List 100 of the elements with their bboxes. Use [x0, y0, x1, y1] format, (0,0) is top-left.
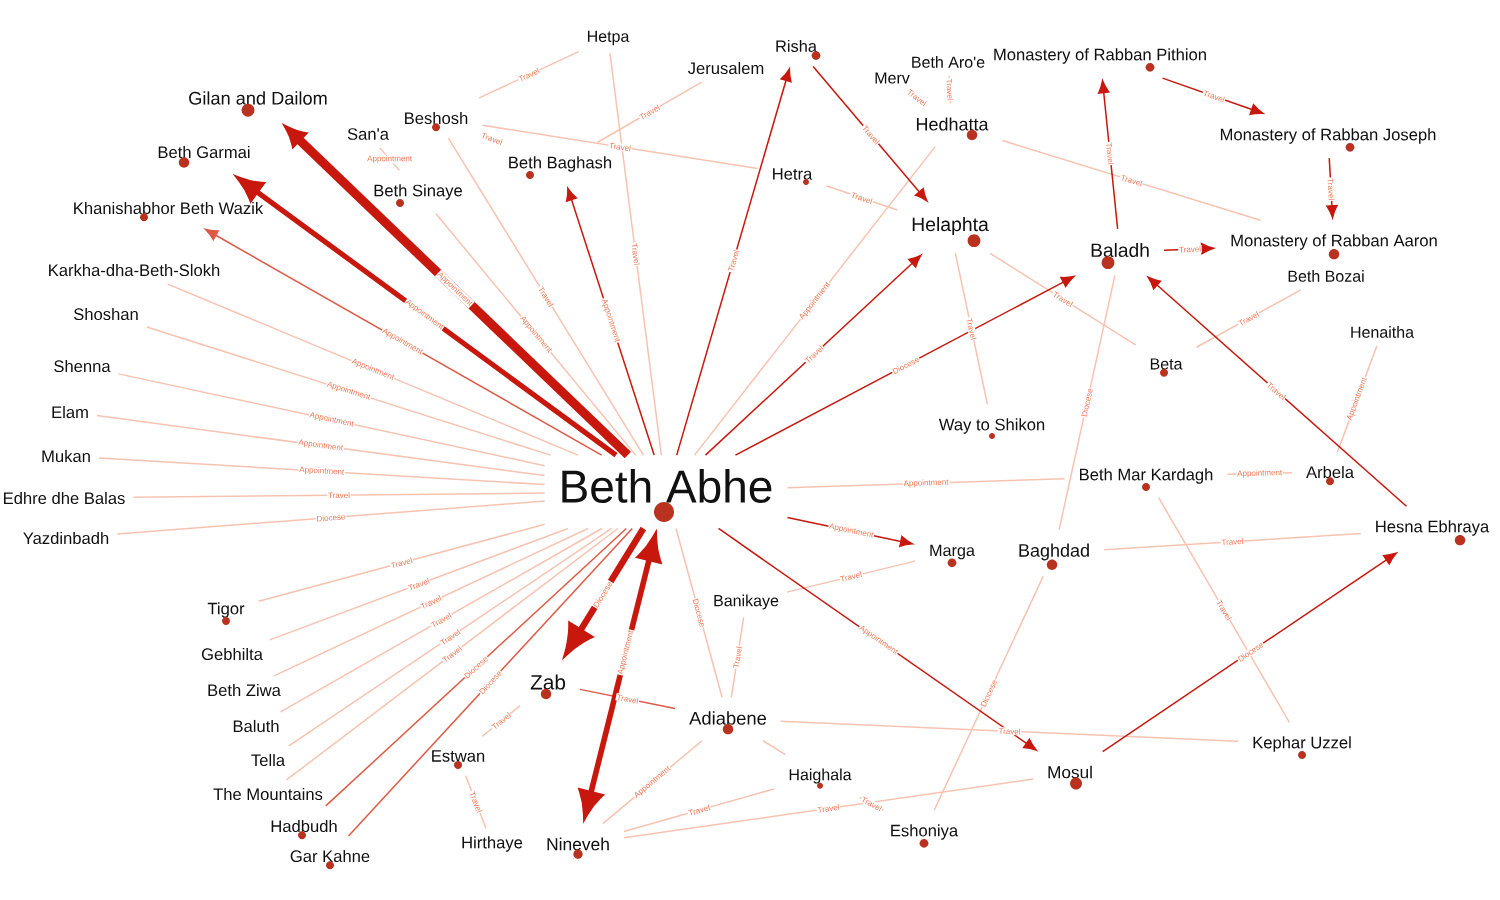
arrow — [704, 254, 922, 456]
arrow — [786, 516, 914, 548]
place-label: Baghdad — [1019, 543, 1089, 561]
place-label: Beth Bozai — [1288, 270, 1364, 282]
place-label: Beth Aro'e — [912, 56, 985, 68]
place-label: Gar Kahne — [290, 849, 370, 863]
arrow — [565, 187, 655, 456]
connector-line — [167, 283, 579, 456]
arrow — [1101, 552, 1397, 753]
connector-line — [96, 414, 546, 477]
place-label: Hirthaye — [462, 836, 523, 852]
connector-line — [447, 137, 645, 456]
place-label: Merv — [875, 72, 910, 84]
connector-line — [279, 527, 603, 713]
connector-line — [623, 778, 1034, 839]
arrow — [1161, 77, 1264, 115]
place-label: Mosul — [1048, 765, 1092, 779]
place-label: Beth Garmai — [158, 145, 250, 159]
connector-line — [762, 740, 787, 756]
connector-line — [117, 373, 546, 467]
place-label: Hetra — [773, 168, 813, 180]
place-label: Hadbudh — [271, 819, 337, 833]
connector-line — [596, 81, 703, 143]
connector-line — [288, 527, 613, 747]
connector-line — [268, 527, 569, 641]
place-label: Shoshan — [74, 307, 138, 321]
place-label: Beth Abhe — [562, 469, 772, 503]
place-label: Beshosh — [405, 111, 468, 125]
connector-line — [116, 500, 546, 535]
place-label: Monastery of Rabban Pithion — [994, 48, 1206, 64]
arrow — [812, 65, 928, 202]
connector-line — [675, 527, 723, 698]
place-label: Baladh — [1091, 242, 1149, 258]
arrow — [1326, 157, 1338, 219]
place-label: Yazdinbadh — [23, 531, 109, 545]
place-label: Beth Ziwa — [208, 683, 281, 697]
connector-line — [1058, 274, 1116, 531]
place-label: Haighala — [789, 768, 852, 784]
place-label: Hetpa — [588, 30, 630, 46]
connector-line — [98, 457, 546, 486]
connector-line — [780, 720, 1239, 742]
place-label: Edhre dhe Balas — [4, 491, 125, 505]
place-label: Gebhilta — [201, 647, 263, 661]
place-label: Tigor — [207, 602, 245, 618]
arrow — [285, 126, 631, 459]
place-label: Hesna Ebhraya — [1376, 520, 1490, 536]
arrow — [204, 228, 603, 456]
connector-line — [146, 326, 552, 456]
connector-line — [693, 145, 936, 456]
place-label: Karkha-dha-Beth-Slokh — [49, 263, 220, 277]
connector-line — [132, 492, 546, 499]
connector-line — [1195, 289, 1302, 348]
place-label: The Mountains — [213, 787, 323, 801]
place-label: Beta — [1150, 358, 1183, 370]
place-label: Estwan — [432, 750, 485, 762]
place-label: Nineveh — [547, 837, 609, 851]
arrow — [717, 527, 1037, 751]
place-label: Marga — [930, 544, 975, 560]
connector-line — [379, 147, 400, 171]
connector-line — [285, 527, 619, 781]
place-label: Monastery of Rabban Aaron — [1231, 234, 1437, 250]
place-label: Monastery of Rabban Joseph — [1220, 128, 1436, 144]
connector-line — [257, 523, 546, 602]
arrow — [1147, 276, 1408, 507]
place-label: Shenna — [54, 359, 111, 373]
place-label: Adiabene — [689, 711, 767, 725]
place-label: Gilan and Dailom — [189, 91, 327, 105]
connector-line — [478, 50, 580, 99]
connector-line — [1103, 532, 1362, 551]
connector-line — [954, 252, 989, 405]
place-label: Beth Mar Kardagh — [1080, 468, 1213, 484]
place-label: Eshoniya — [891, 824, 959, 840]
place-label: Jerusalem — [687, 61, 764, 75]
arrow — [237, 177, 618, 458]
connector-line — [609, 52, 663, 456]
place-label: San'a — [347, 128, 389, 140]
connector-line — [825, 185, 898, 211]
connector-line — [1157, 497, 1291, 723]
connector-line — [730, 616, 745, 698]
connector-line — [435, 213, 637, 456]
place-label: Mukan — [42, 449, 90, 463]
connector-line — [481, 124, 759, 170]
arrow — [734, 275, 1075, 456]
place-label: Zab — [530, 674, 566, 690]
arrow — [1098, 80, 1119, 230]
connector-line — [989, 252, 1137, 346]
place-label: Beth Sinaye — [374, 184, 462, 200]
connector-line — [464, 775, 487, 829]
place-label: Banikaye — [714, 594, 779, 610]
place-label: Risha — [776, 39, 817, 52]
connector-line — [933, 575, 1044, 811]
place-label: Khanishabhor Beth Wazik — [74, 201, 264, 215]
place-label: Henaitha — [1351, 326, 1415, 338]
place-label: Way to Shikon — [938, 418, 1045, 434]
place-label: Kephar Uzzel — [1253, 736, 1351, 752]
place-label: Hedhatta — [916, 117, 989, 131]
connector-line — [786, 477, 1066, 489]
arrow — [675, 68, 792, 456]
place-label: Arbela — [1306, 465, 1354, 479]
connector-line — [786, 560, 916, 593]
